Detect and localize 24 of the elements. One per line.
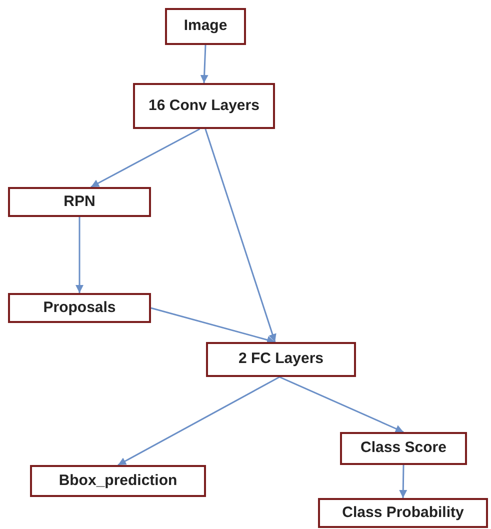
box-label: Class Probability: [342, 504, 464, 522]
process-box: [165, 8, 246, 45]
arrow: [279, 376, 404, 433]
box-label: Proposals: [43, 298, 116, 318]
process-box: [8, 293, 151, 323]
process-box: [30, 465, 206, 497]
box-label: Image: [184, 17, 228, 36]
process-box: [8, 187, 151, 217]
arrow: [118, 376, 280, 466]
arrow: [204, 128, 276, 342]
process-box: [133, 83, 275, 129]
box-label: Class Score: [360, 439, 446, 458]
arrow: [200, 44, 208, 84]
arrow: [76, 217, 84, 293]
box-label: 2 FC Layers: [238, 350, 324, 369]
process-box: [206, 342, 356, 377]
arrow: [399, 464, 408, 498]
arrow: [90, 128, 200, 188]
process-box: [340, 432, 467, 465]
box-label: Bbox_prediction: [58, 472, 178, 490]
box-label: RPN: [64, 192, 96, 212]
process-box: [318, 498, 488, 528]
box-label: 16 Conv Layers: [148, 96, 260, 116]
arrow: [150, 307, 276, 344]
